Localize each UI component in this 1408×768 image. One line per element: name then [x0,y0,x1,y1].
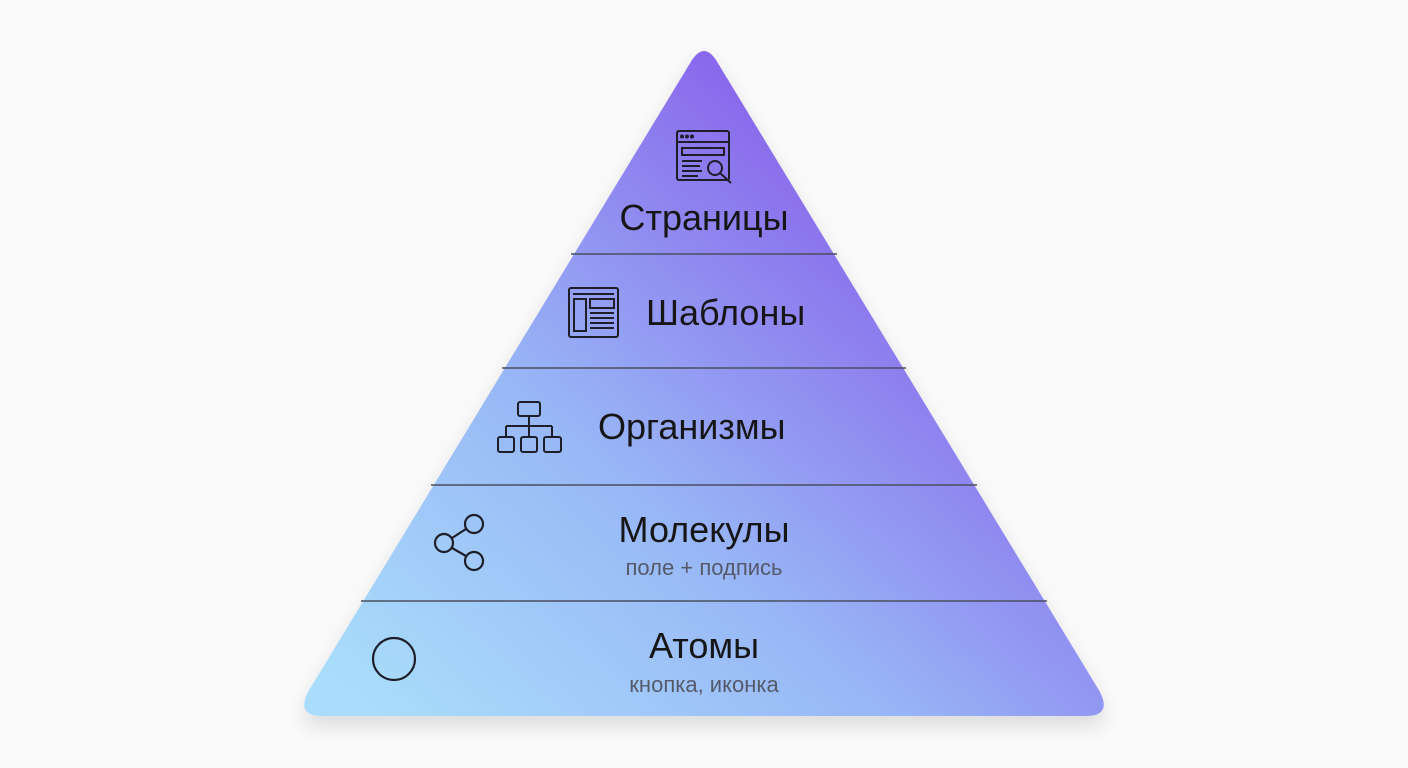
level-title-atoms: Атомы [649,625,759,666]
layout-template-icon [568,287,619,338]
circle-icon [371,636,417,682]
level-subtitle-atoms: кнопка, иконка [629,672,779,697]
level-title-organisms: Организмы [598,406,786,447]
level-title-pages: Страницы [619,197,789,238]
hierarchy-tree-icon [497,401,562,453]
level-title-molecules: Молекулы [618,509,790,550]
share-nodes-icon [433,513,485,572]
level-title-templates: Шаблоны [646,292,806,333]
level-subtitle-molecules: поле + подпись [625,555,783,580]
browser-search-icon [676,130,732,184]
pyramid-shape [304,51,1104,716]
